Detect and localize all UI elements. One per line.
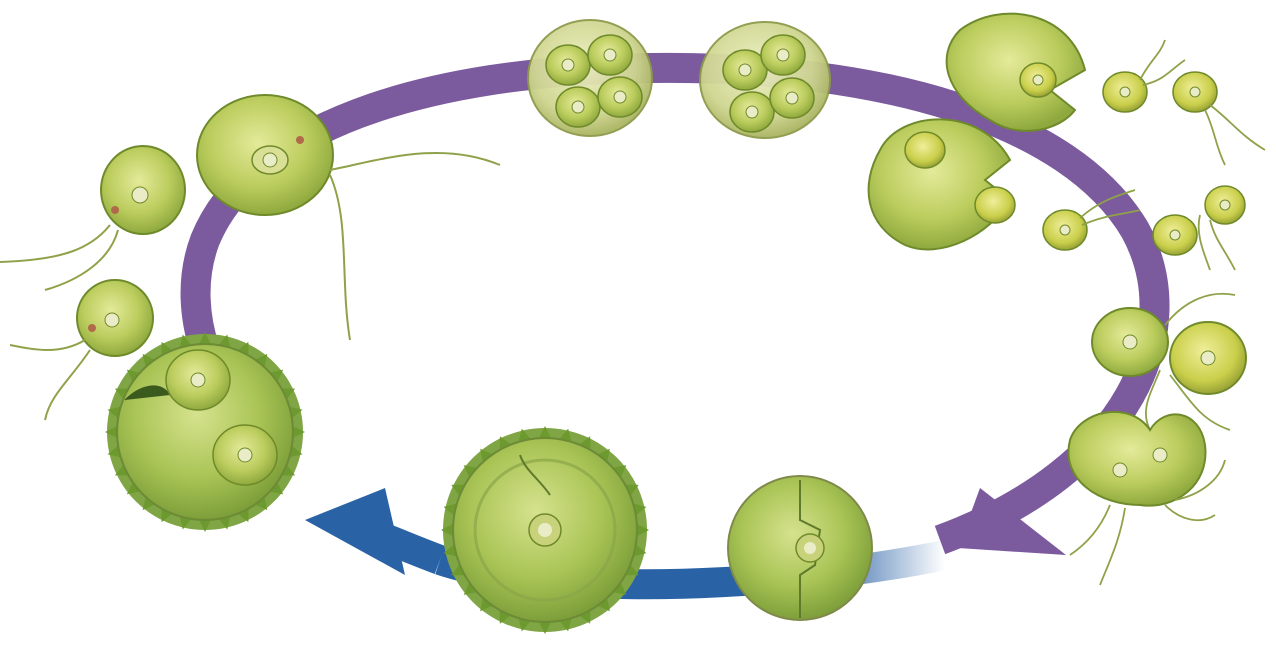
- zygospore-spike: [269, 482, 284, 495]
- zygospore-spike: [625, 484, 639, 496]
- zygospore-spike: [443, 544, 457, 557]
- gamete: [1172, 71, 1266, 166]
- zygospore-spike: [463, 465, 478, 478]
- zygospore: [441, 426, 649, 634]
- zygospore-spike: [269, 369, 284, 382]
- zygospore-spike: [633, 544, 647, 557]
- haploid-arrowhead: [958, 488, 1066, 555]
- zygospore-spike: [499, 436, 511, 450]
- zygospore-spike: [480, 597, 493, 612]
- zygospore-spike: [255, 496, 268, 511]
- flagellate-cell-left-lower: [9, 279, 154, 421]
- zygospore-spike: [255, 353, 268, 368]
- zygospore-spike: [126, 369, 141, 382]
- burst-cell-top: [945, 12, 1087, 132]
- zygospore-spike: [633, 503, 647, 516]
- sporangium-cell-2: [699, 21, 831, 139]
- zygospore-spike: [107, 445, 121, 458]
- zygospore-spike: [289, 406, 303, 419]
- inner-cell: [212, 424, 278, 486]
- zygospore-spike: [142, 353, 155, 368]
- paired-gametes: [1091, 292, 1247, 431]
- zygospore-spike: [612, 465, 627, 478]
- diploid-arrowhead: [305, 488, 405, 575]
- zygospore-spike: [161, 341, 173, 356]
- zygospore-spike: [559, 428, 572, 442]
- zygospore-spike: [463, 582, 478, 595]
- zygospore-spike: [161, 508, 173, 523]
- emerging-cell: [165, 349, 231, 411]
- gamete: [1102, 39, 1186, 113]
- zygospore-spike: [199, 332, 211, 345]
- zygospore-spike: [597, 597, 610, 612]
- zygospore-spike: [518, 428, 531, 442]
- zygospore-spike: [612, 582, 627, 595]
- zygospore-spike: [237, 508, 249, 523]
- flagellate-cell-left-upper: [0, 145, 186, 291]
- zygospore-spike: [179, 516, 192, 530]
- gamete: [1152, 214, 1198, 256]
- zygospore-spike: [538, 621, 552, 634]
- zygospore-spike: [559, 618, 572, 632]
- zygospore-spike: [499, 610, 511, 624]
- zygospore-spike: [281, 464, 296, 476]
- zygospore-spike: [579, 436, 591, 450]
- zygospore-spike: [597, 448, 610, 463]
- zygospore-spike: [451, 484, 465, 496]
- mature-cell-top-left: [196, 94, 501, 341]
- zygospore-spike: [126, 482, 141, 495]
- gamete: [1042, 189, 1141, 251]
- zygospore-spike: [142, 496, 155, 511]
- germinating-zygospore: [105, 332, 305, 532]
- sporangium-cell-1: [527, 19, 653, 137]
- zygospore-spike: [289, 445, 303, 458]
- zygospore-spike: [179, 334, 192, 348]
- zygospore-spike: [237, 341, 249, 356]
- zygospore-spike: [518, 618, 531, 632]
- zygospore-spike: [114, 388, 129, 400]
- zygospore-spike: [625, 564, 639, 576]
- zygospore-spike: [443, 503, 457, 516]
- burst-cell-middle: [867, 118, 1016, 251]
- gamete: [1197, 185, 1246, 271]
- daughter-cells: [545, 34, 643, 128]
- zygospore-spikes: [441, 426, 649, 634]
- zygospore-spike: [107, 406, 121, 419]
- zygospore-spike: [441, 523, 454, 537]
- zygospore-spike: [579, 610, 591, 624]
- young-zygote: [727, 475, 873, 621]
- zygospore-spike: [105, 426, 118, 438]
- zygospore-spike: [218, 334, 231, 348]
- fusing-gametes: [1067, 411, 1226, 586]
- zygospore-spike: [451, 564, 465, 576]
- zygospore-spike: [538, 426, 552, 439]
- haploid-cycle-arrow: [180, 52, 1170, 555]
- zygospore-spike: [281, 388, 296, 400]
- zygospore-spike: [480, 448, 493, 463]
- free-gametes: [1042, 39, 1266, 271]
- zygospore-spike: [292, 426, 305, 438]
- zygospore-spike: [199, 519, 211, 532]
- zygospore-spike: [114, 464, 129, 476]
- zygospore-spike: [218, 516, 231, 530]
- zygospore-spike: [636, 523, 649, 537]
